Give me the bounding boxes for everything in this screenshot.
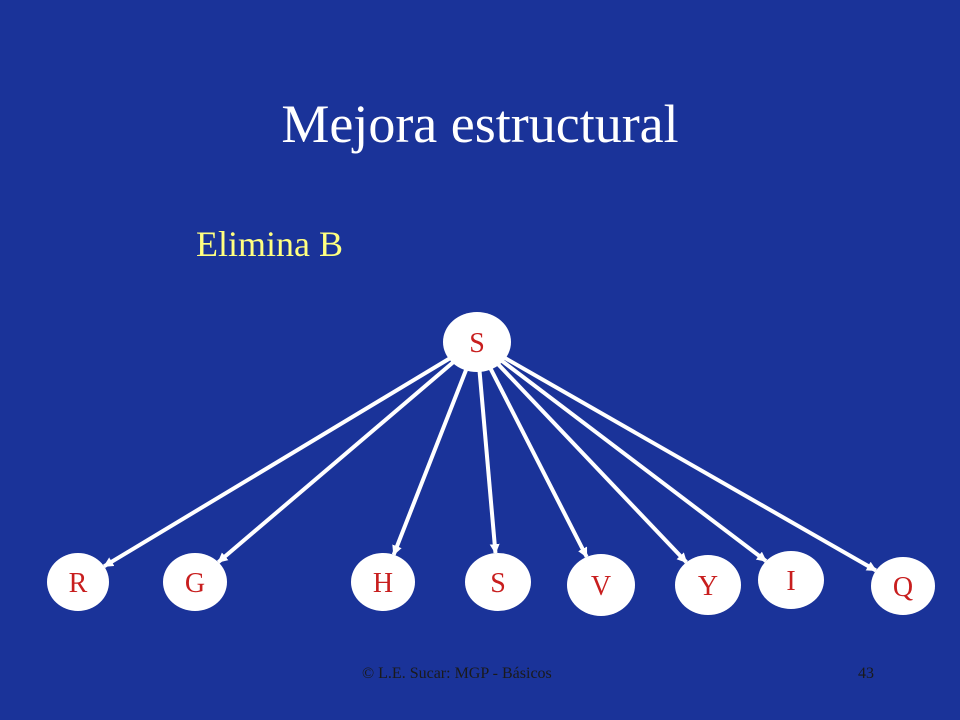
edge-root-G (217, 357, 459, 564)
node-ellipse (47, 553, 109, 611)
node-ellipse (443, 312, 511, 372)
node-label: Q (893, 572, 913, 603)
slide-subtitle: Elimina B (196, 224, 343, 264)
edge-root-Q (498, 352, 877, 573)
footer-credit: © L.E. Sucar: MGP - Básicos (362, 665, 552, 682)
node-G: G (163, 553, 227, 611)
node-I: I (758, 551, 824, 609)
node-Q: Q (871, 557, 935, 615)
node-R: R (47, 553, 109, 611)
edge-root-S2 (477, 367, 500, 555)
edge-root-Y (493, 359, 688, 564)
node-ellipse (351, 553, 415, 611)
node-label: R (69, 568, 88, 599)
node-ellipse (567, 554, 635, 616)
node-label: S (490, 568, 506, 599)
node-label: I (786, 566, 795, 597)
node-ellipse (163, 553, 227, 611)
node-ellipse (758, 551, 824, 609)
node-V: V (567, 554, 635, 616)
node-H: H (351, 553, 415, 611)
nodes-layer: S R G H S V Y I Q (47, 312, 935, 616)
page-number: 43 (858, 665, 874, 682)
edges-layer (103, 352, 877, 573)
node-ellipse (675, 555, 741, 615)
node-root: S (443, 312, 511, 372)
slide-title: Mejora estructural (281, 94, 679, 154)
node-label: V (591, 571, 611, 602)
edge-root-H (391, 365, 470, 556)
node-ellipse (871, 557, 935, 615)
edge-root-V (486, 363, 589, 558)
node-label: S (469, 328, 485, 359)
node-label: G (185, 568, 205, 599)
node-label: Y (698, 571, 718, 602)
node-Y: Y (675, 555, 741, 615)
edge-root-I (496, 355, 768, 563)
node-ellipse (465, 553, 531, 611)
node-S2: S (465, 553, 531, 611)
node-label: H (373, 568, 393, 599)
edge-root-R (103, 353, 457, 569)
